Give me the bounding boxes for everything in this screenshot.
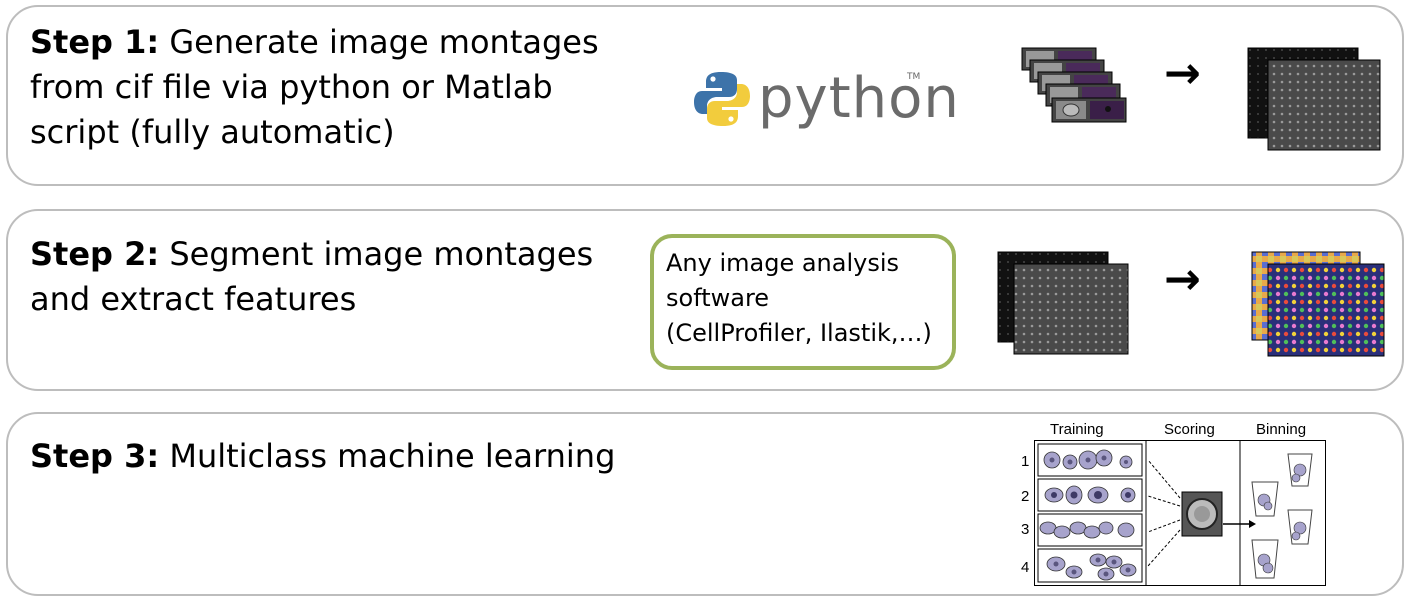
class-label-4: 4: [1021, 559, 1030, 576]
class-label-2: 2: [1021, 488, 1030, 505]
python-trademark: TM: [907, 72, 921, 82]
cif-image-stack-icon: [1021, 47, 1127, 123]
training-to-scoring-arrows: [1147, 459, 1181, 567]
step-3-label: Step 3:: [30, 437, 160, 475]
step-2-title: Segment image montages: [169, 235, 594, 273]
cell-icon-row-4: [1046, 553, 1137, 581]
step-3-title: Multiclass machine learning: [169, 437, 616, 475]
training-row-2: [1037, 478, 1143, 512]
class-label-1: 1: [1021, 453, 1030, 470]
step-1-line3: script (fully automatic): [30, 113, 395, 151]
python-wordmark: python: [758, 66, 960, 131]
training-row-3: [1037, 513, 1143, 547]
step-2-label: Step 2:: [30, 235, 160, 273]
training-row-4: [1037, 548, 1143, 583]
analysis-software-box: Any image analysis software (CellProfile…: [650, 234, 956, 370]
step-1-title: Generate image montages: [169, 23, 599, 61]
class-label-3: 3: [1021, 521, 1030, 538]
python-logo-icon: [694, 72, 750, 126]
step-1-line2: from cif file via python or Matlab: [30, 68, 553, 106]
cell-icon-row-3: [1039, 521, 1135, 539]
step-1-label: Step 1:: [30, 23, 160, 61]
feature-matrix-stack-icon: [1251, 251, 1385, 357]
arrow-icon: →: [1164, 48, 1201, 99]
step-2-text: Step 2: Segment image montages and extra…: [30, 232, 593, 322]
tool-box-line2: software: [666, 284, 770, 312]
training-row-1: [1037, 443, 1143, 477]
step-2-line2: and extract features: [30, 280, 357, 318]
cell-icon-row-2: [1044, 485, 1136, 505]
training-header: Training: [1050, 421, 1104, 438]
binning-header: Binning: [1256, 421, 1307, 438]
step-3-panel: [6, 412, 1404, 596]
arrow-icon-2: →: [1164, 254, 1201, 305]
step-1-text: Step 1: Generate image montages from cif…: [30, 20, 599, 155]
montage-stack-icon: [1247, 47, 1381, 151]
tool-box-line3: (CellProfiler, Ilastik,…): [666, 319, 932, 347]
montage-stack-input-icon: [997, 251, 1129, 355]
ml-workflow-figure: [1034, 440, 1326, 586]
scoring-header: Scoring: [1164, 421, 1215, 438]
step-3-text: Step 3: Multiclass machine learning: [30, 434, 615, 479]
tool-box-line1: Any image analysis: [666, 249, 900, 277]
